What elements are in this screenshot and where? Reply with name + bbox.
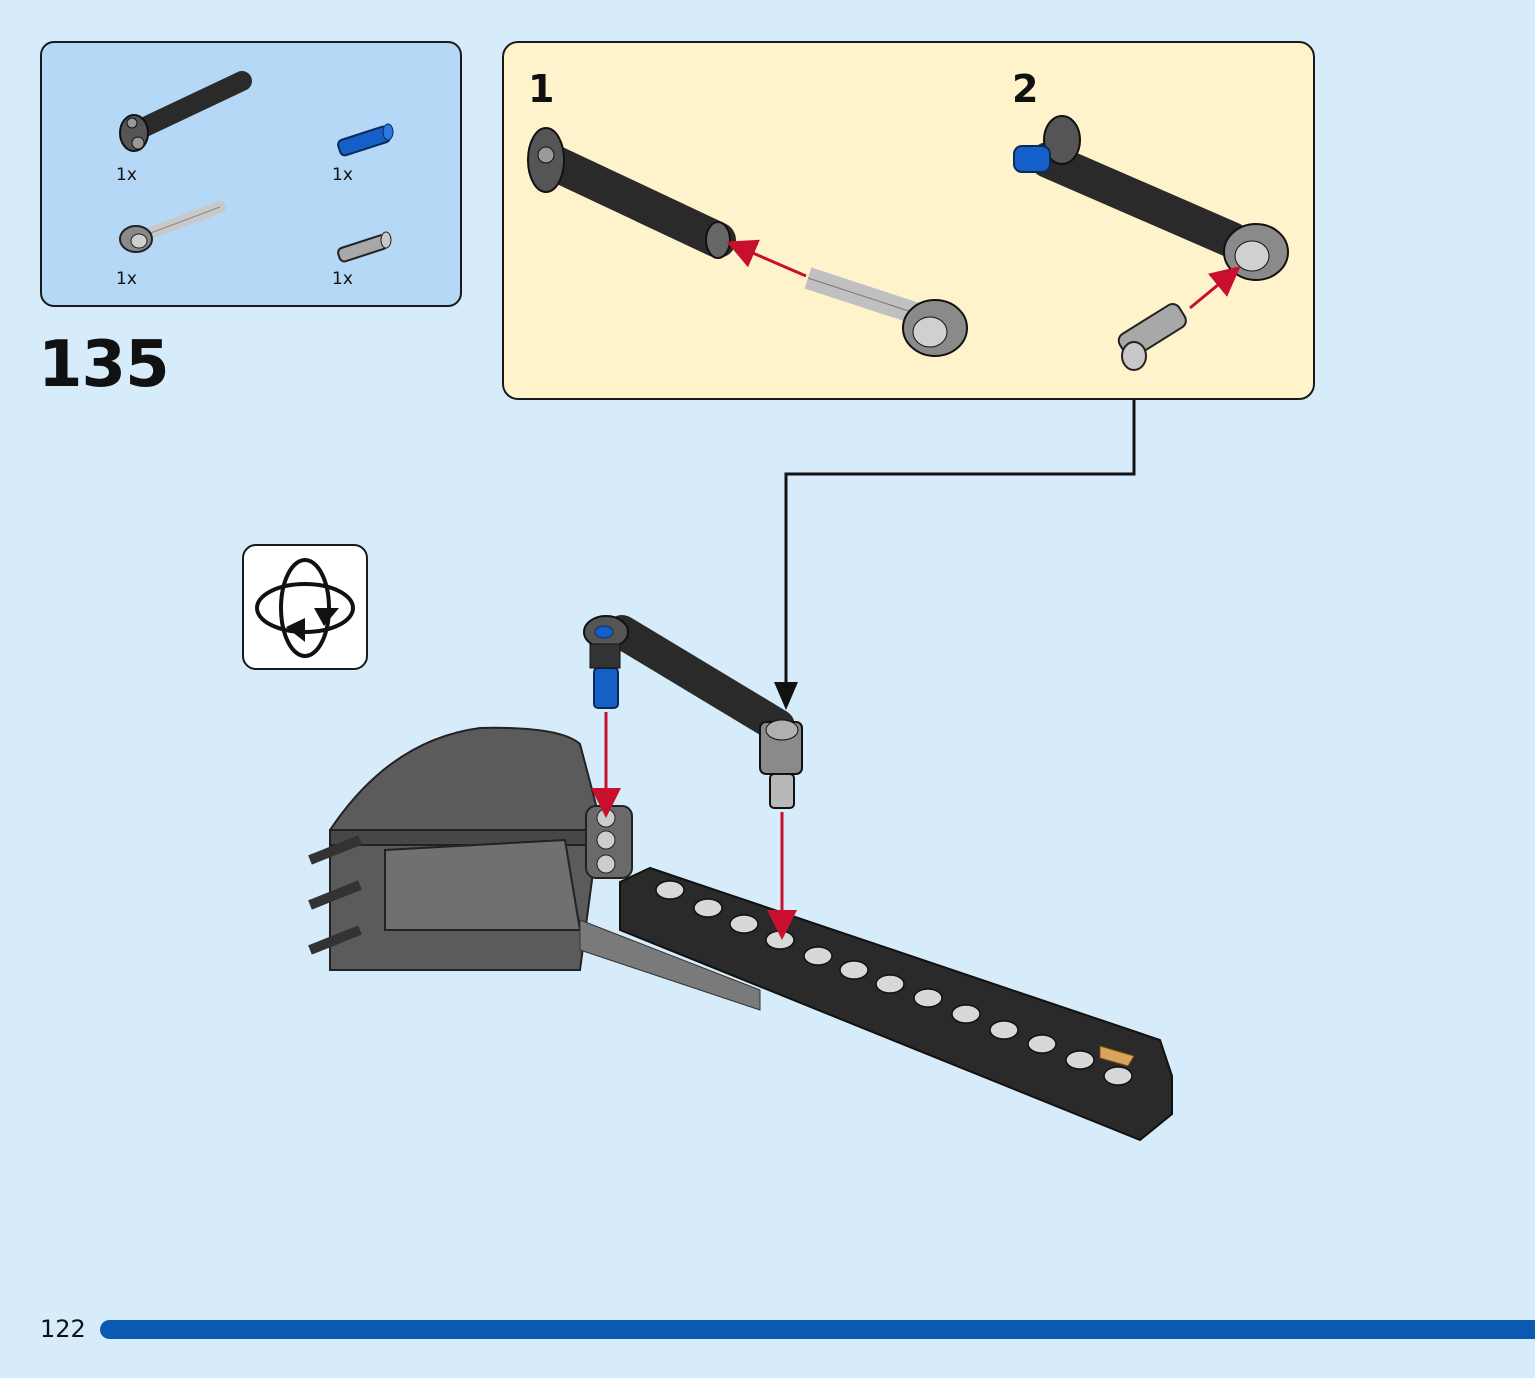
blue-pin-part-image [330, 119, 400, 164]
substep-1-illustration [527, 127, 968, 357]
part-qty: 1x [116, 165, 137, 185]
assembly-illustration [308, 115, 1289, 1142]
part-qty: 1x [332, 269, 353, 289]
part-qty: 1x [332, 165, 353, 185]
new-beam-assembly [583, 615, 803, 809]
rotate-model-icon [242, 544, 368, 670]
substep-number: 1 [528, 67, 555, 111]
gray-axle-part-image [112, 199, 242, 259]
parts-list-box: 1x 1x 1x 1x [40, 41, 462, 307]
page-number: 122 [40, 1315, 86, 1343]
gray-pin-part-image [330, 227, 400, 272]
black-beam-part-image [112, 63, 262, 163]
substep-number: 2 [1012, 67, 1039, 111]
substep-2-illustration [1013, 115, 1289, 371]
step-number: 135 [38, 328, 170, 402]
liftarm-beam [579, 866, 1173, 1142]
part-qty: 1x [116, 269, 137, 289]
bucket-model [308, 726, 633, 971]
progress-bar [100, 1320, 1535, 1339]
